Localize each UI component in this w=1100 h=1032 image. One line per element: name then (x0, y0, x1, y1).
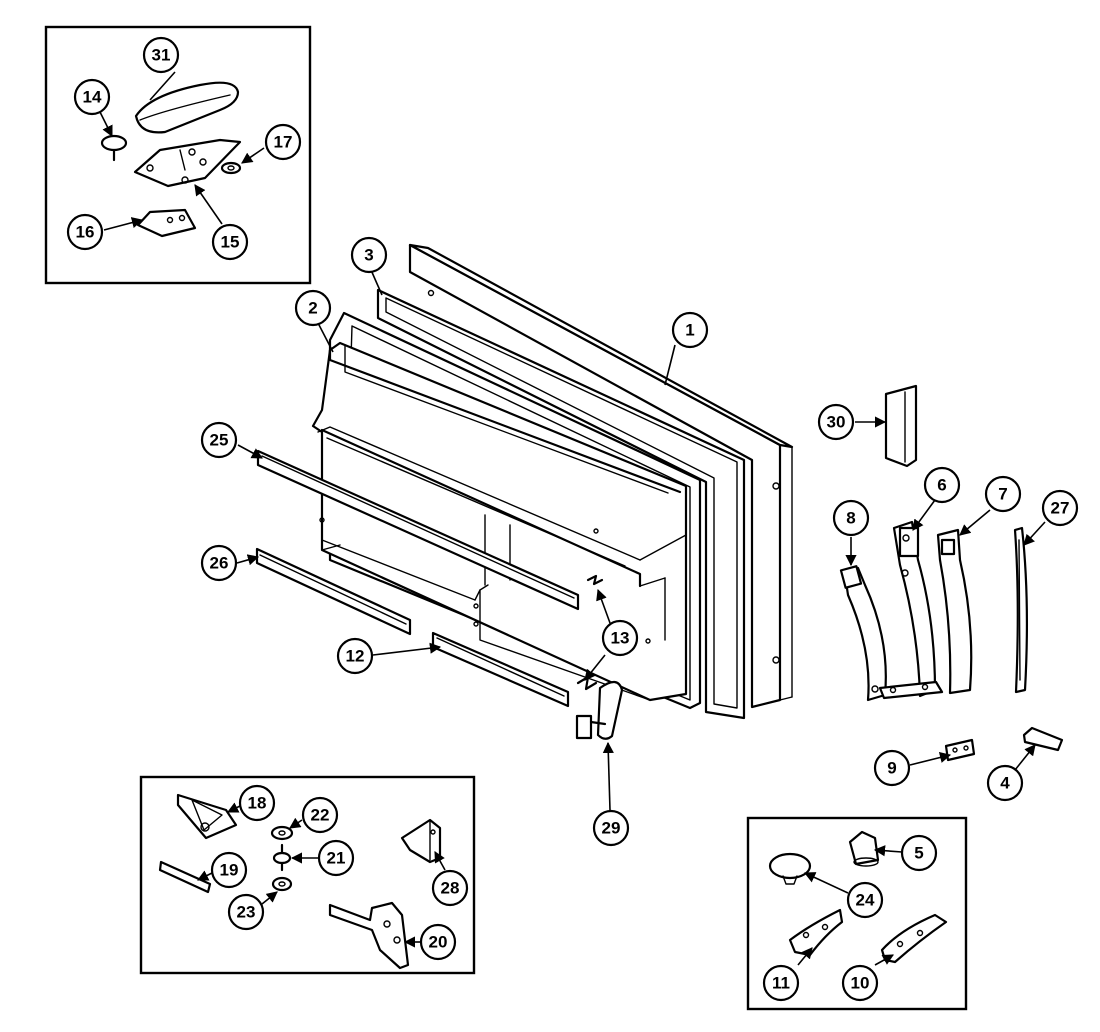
inset-box-hinge-parts (139, 775, 476, 975)
hinge-bracket-8 (839, 565, 887, 702)
callout-11: 11 (762, 964, 800, 1002)
svg-text:2: 2 (308, 299, 317, 318)
svg-text:22: 22 (311, 806, 330, 825)
clip-13-upper (586, 574, 604, 586)
callout-1: 1 (671, 311, 709, 349)
callout-12: 12 (336, 637, 374, 675)
strip-part-27 (1013, 526, 1029, 694)
callout-15: 15 (211, 223, 249, 261)
callout-9: 9 (873, 749, 911, 787)
button-24 (768, 852, 812, 885)
washer-22 (270, 825, 294, 841)
svg-text:7: 7 (998, 485, 1007, 504)
svg-text:8: 8 (846, 509, 855, 528)
hinge-part-6 (878, 520, 944, 700)
washer-23 (271, 876, 293, 892)
inset-box-hardware (746, 816, 968, 1011)
door-gasket (376, 288, 746, 720)
callout-6: 6 (923, 466, 961, 504)
hinge-part-7 (936, 528, 973, 695)
callout-26: 26 (200, 544, 238, 582)
inset-box-hinge-top (44, 25, 312, 285)
hinge-plate-15 (133, 138, 242, 188)
svg-text:20: 20 (429, 933, 448, 952)
callout-24: 24 (846, 881, 884, 919)
clip-13-lower (576, 675, 598, 691)
plate-part-9 (944, 738, 976, 762)
leader-lines (99, 71, 1046, 966)
callout-17: 17 (264, 123, 302, 161)
svg-text:3: 3 (364, 246, 373, 265)
svg-text:18: 18 (248, 794, 267, 813)
hinge-20 (328, 901, 410, 970)
plug-5 (848, 830, 880, 867)
svg-text:17: 17 (274, 133, 293, 152)
svg-text:31: 31 (152, 46, 171, 65)
svg-text:1: 1 (685, 321, 694, 340)
svg-text:12: 12 (346, 647, 365, 666)
svg-text:5: 5 (914, 844, 923, 863)
callout-28: 28 (431, 869, 469, 907)
washer-17 (220, 161, 242, 175)
svg-text:24: 24 (856, 891, 875, 910)
svg-text:16: 16 (76, 223, 95, 242)
callout-22: 22 (301, 796, 339, 834)
callout-18: 18 (238, 784, 276, 822)
callout-4: 4 (986, 764, 1024, 802)
hinge-cover-31 (134, 81, 240, 134)
callout-14: 14 (73, 78, 111, 116)
callout-21: 21 (317, 839, 355, 877)
shelf-trim-25 (256, 449, 580, 611)
svg-text:6: 6 (937, 476, 946, 495)
svg-text:13: 13 (611, 629, 630, 648)
clip-11 (788, 908, 844, 957)
callout-8: 8 (832, 499, 870, 537)
clip-10 (880, 913, 948, 964)
svg-text:4: 4 (1000, 774, 1010, 793)
svg-text:14: 14 (83, 88, 102, 107)
outer-door-panel (408, 243, 794, 709)
svg-text:29: 29 (602, 819, 621, 838)
callout-19: 19 (210, 851, 248, 889)
svg-text:27: 27 (1051, 499, 1070, 518)
callout-10: 10 (841, 964, 879, 1002)
callout-5: 5 (900, 834, 938, 872)
rod-19 (158, 860, 212, 894)
callout-23: 23 (227, 893, 265, 931)
shim-16 (136, 208, 197, 238)
bracket-18 (176, 793, 238, 840)
callout-30: 30 (817, 403, 855, 441)
cover-part-30 (884, 384, 918, 468)
handle-part-29 (575, 680, 624, 740)
callout-31: 31 (142, 36, 180, 74)
svg-text:9: 9 (887, 759, 896, 778)
callout-7: 7 (984, 475, 1022, 513)
callout-27: 27 (1041, 489, 1079, 527)
svg-text:30: 30 (827, 413, 846, 432)
pin-21 (272, 843, 292, 872)
svg-text:21: 21 (327, 849, 346, 868)
shelf-trim-12 (431, 631, 570, 708)
svg-text:25: 25 (210, 431, 229, 450)
callout-13-a: 13 (601, 619, 639, 657)
screw-14 (100, 134, 128, 162)
svg-text:26: 26 (210, 554, 229, 573)
svg-text:28: 28 (441, 879, 460, 898)
bracket-28 (400, 818, 442, 864)
pad-part-4 (1022, 726, 1064, 752)
svg-text:10: 10 (851, 974, 870, 993)
svg-text:15: 15 (221, 233, 240, 252)
callout-29: 29 (592, 809, 630, 847)
inner-door-shelves (311, 341, 688, 702)
callout-16: 16 (66, 213, 104, 251)
callout-20: 20 (419, 923, 457, 961)
callout-25: 25 (200, 421, 238, 459)
svg-text:23: 23 (237, 903, 256, 922)
callout-3: 3 (350, 236, 388, 274)
callout-2: 2 (294, 289, 332, 327)
svg-text:19: 19 (220, 861, 239, 880)
svg-text:11: 11 (772, 974, 790, 993)
